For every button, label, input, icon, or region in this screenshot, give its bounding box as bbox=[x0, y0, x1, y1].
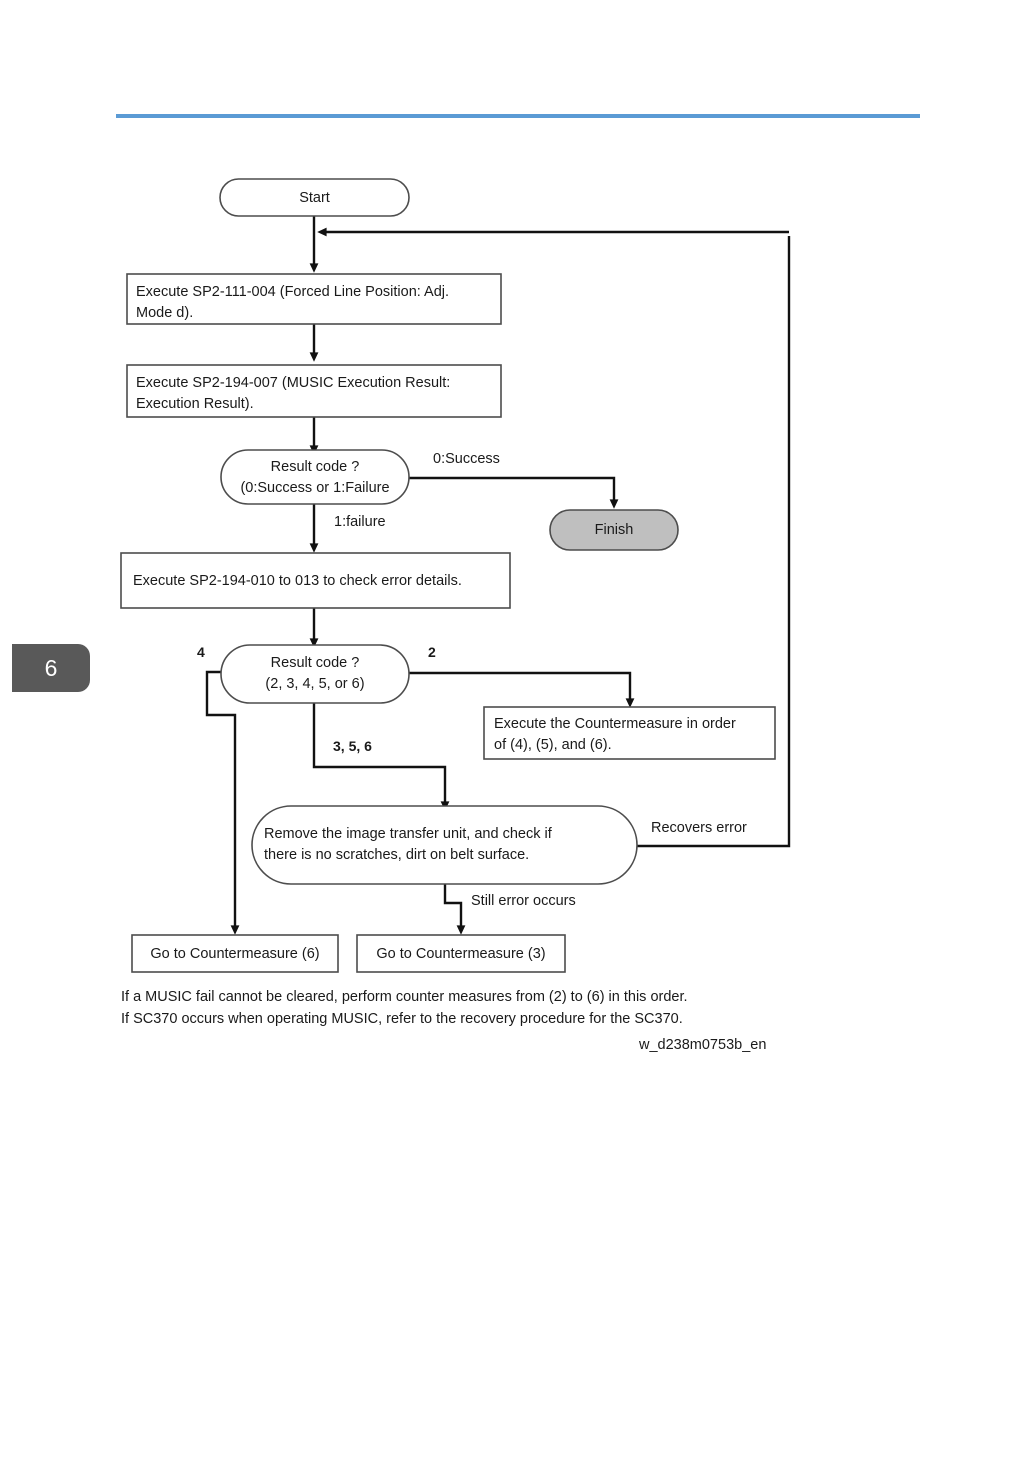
node-decision-1-label: Result code ? (0:Success or 1:Failure bbox=[240, 459, 390, 496]
edge-label-recovers-error: Recovers error bbox=[651, 820, 747, 836]
edge-label-failure: 1:failure bbox=[334, 514, 386, 530]
node-music-result-shape bbox=[126, 364, 502, 418]
edge-label-branch-2: 2 bbox=[428, 644, 436, 660]
node-decision-1-shape bbox=[220, 449, 410, 505]
node-goto-cm6-label: Go to Countermeasure (6) bbox=[150, 946, 320, 962]
node-music-result-label: Execute SP2-194-007 (MUSIC Execution Res… bbox=[136, 375, 451, 412]
figure-id-label: w_d238m0753b_en bbox=[639, 1037, 767, 1053]
node-start-label: Start bbox=[299, 190, 330, 206]
node-finish-shape bbox=[549, 509, 679, 551]
node-countermeasure-order-shape bbox=[483, 706, 776, 760]
node-forced-line-label: Execute SP2-111-004 (Forced Line Positio… bbox=[136, 284, 450, 321]
node-forced-line-shape bbox=[126, 273, 502, 325]
node-remove-itu-label: Remove the image transfer unit, and chec… bbox=[264, 826, 552, 863]
node-goto-cm6-shape bbox=[131, 934, 339, 973]
node-goto-cm3-shape bbox=[356, 934, 566, 973]
edge-label-branch-356: 3, 5, 6 bbox=[333, 738, 372, 754]
node-goto-cm3-label: Go to Countermeasure (3) bbox=[376, 946, 546, 962]
node-countermeasure-order-label: Execute the Countermeasure in order of (… bbox=[494, 716, 736, 753]
node-decision-2-label: Result code ? (2, 3, 4, 5, or 6) bbox=[265, 655, 365, 692]
header-divider bbox=[116, 114, 920, 118]
node-error-details-label: Execute SP2-194-010 to 013 to check erro… bbox=[133, 573, 462, 589]
node-error-details-shape bbox=[120, 552, 511, 609]
node-decision-2-shape bbox=[220, 644, 410, 704]
edge-label-branch-4: 4 bbox=[197, 644, 205, 660]
flowchart-graphics bbox=[120, 178, 791, 973]
chapter-number-badge: 6 bbox=[12, 644, 90, 692]
node-remove-itu-shape bbox=[251, 805, 638, 885]
node-start-shape bbox=[219, 178, 410, 217]
chapter-number-label: 6 bbox=[44, 654, 58, 681]
edge-label-success: 0:Success bbox=[433, 451, 500, 467]
edge-label-still-error: Still error occurs bbox=[471, 893, 576, 909]
figure-footnote: If a MUSIC fail cannot be cleared, perfo… bbox=[121, 989, 688, 1027]
node-finish-label: Finish bbox=[594, 522, 634, 538]
